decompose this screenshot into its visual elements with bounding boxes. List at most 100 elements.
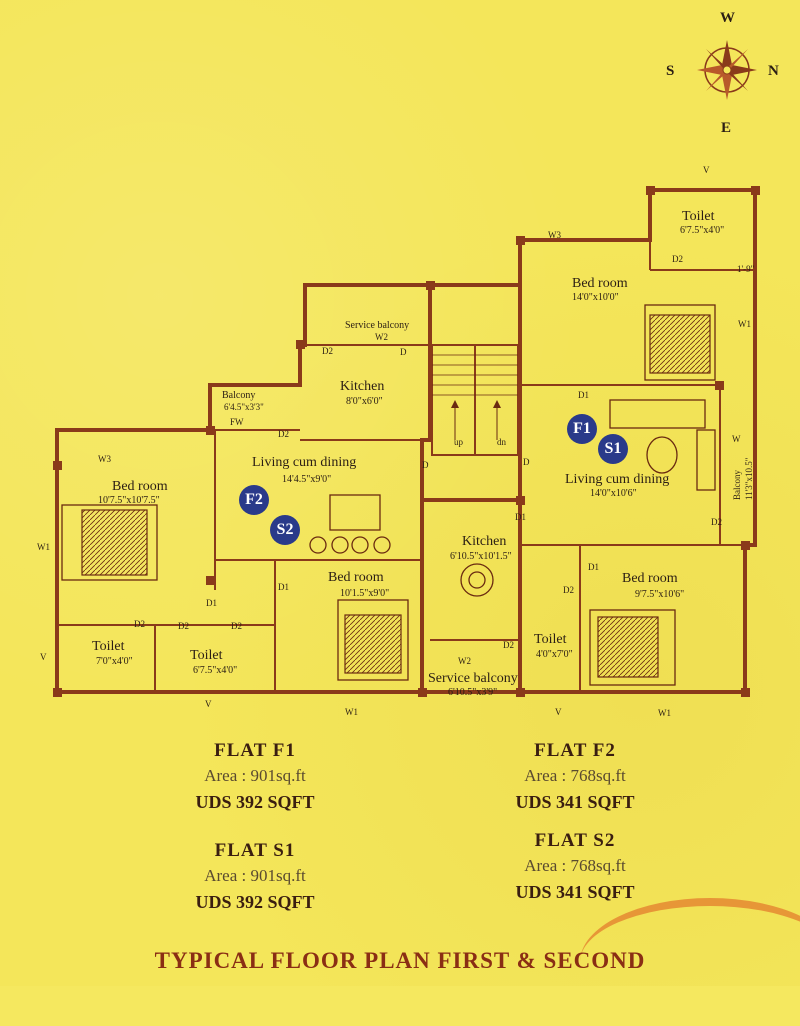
- badge-f2: F2: [239, 485, 269, 515]
- marker-d2: D2: [231, 621, 242, 631]
- marker-d2: D2: [178, 621, 189, 631]
- mid-kitchen-label: Kitchen: [462, 534, 506, 549]
- marker-v: V: [703, 165, 710, 175]
- f1-living-dim: 14'0"x10'6": [590, 488, 637, 499]
- marker-v: V: [40, 652, 47, 662]
- f1-bedroom2-dim: 9'7.5"x10'6": [635, 589, 684, 600]
- marker-fw: FW: [230, 417, 244, 427]
- f2-bedroom-dim: 10'7.5"x10'7.5": [98, 495, 160, 506]
- f2-living-dim: 14'4.5"x9'0": [282, 474, 331, 485]
- compass-e: E: [721, 120, 731, 136]
- marker-d1: D1: [278, 582, 289, 592]
- bed-furniture: [61, 304, 716, 686]
- f1-balcony-label: Balcony: [732, 470, 742, 500]
- badge-s1: S1: [598, 434, 628, 464]
- flat-f1-area: Area : 901sq.ft: [204, 766, 306, 785]
- f2-service-balcony-label: Service balcony: [345, 320, 409, 331]
- f1-toilet-label: Toilet: [682, 209, 715, 224]
- flat-f2-area: Area : 768sq.ft: [524, 766, 626, 785]
- f2-toilet1-label: Toilet: [92, 639, 125, 654]
- flat-s1-title: FLAT S1: [214, 840, 296, 861]
- marker-w1: W1: [658, 708, 671, 718]
- flat-f1-title: FLAT F1: [214, 740, 296, 761]
- f1-toilet2-label: Toilet: [534, 632, 567, 647]
- room-labels: Toilet 6'7.5"x4'0" Bed room 14'0"x10'0" …: [92, 209, 754, 698]
- compass-rose-icon: [697, 40, 757, 100]
- marker-w1: W1: [738, 319, 751, 329]
- opening-markers: V W3 D2 1'-9" W1 D1 W D D1 D2 D1 D2 D2 V…: [37, 165, 755, 718]
- floor-plan: W S N E: [37, 10, 779, 718]
- f1-toilet-dim: 6'7.5"x4'0": [680, 225, 724, 236]
- flat-f1-summary: FLAT F1 Area : 901sq.ft UDS 392 SQFT: [150, 740, 360, 813]
- marker-dn: dn: [497, 437, 507, 447]
- inner-walls: [57, 240, 755, 692]
- compass-n: N: [768, 63, 779, 79]
- marker-d1: D1: [515, 512, 526, 522]
- columns: [53, 186, 760, 697]
- outer-walls: [55, 188, 757, 694]
- f2-kitchen-label: Kitchen: [340, 379, 384, 394]
- f2-kitchen-dim: 8'0"x6'0": [346, 396, 383, 407]
- f2-living-label: Living cum dining: [252, 455, 356, 470]
- marker-d1: D1: [588, 562, 599, 572]
- flat-f2-summary: FLAT F2 Area : 768sq.ft UDS 341 SQFT: [470, 740, 680, 813]
- flat-s1-uds: UDS 392 SQFT: [195, 892, 315, 912]
- compass-w: W: [720, 10, 735, 26]
- marker-d: D: [523, 457, 530, 467]
- flat-s2-summary: FLAT S2 Area : 768sq.ft UDS 341 SQFT: [470, 830, 680, 903]
- marker-d2: D2: [711, 517, 722, 527]
- f2-bedroom2-label: Bed room: [328, 570, 384, 585]
- marker-w3: W3: [98, 454, 111, 464]
- marker-d2: D2: [278, 429, 289, 439]
- mid-service-balcony-dim: 6'10.5"x3'9": [448, 687, 497, 698]
- marker-w: W: [732, 434, 741, 444]
- marker-v: V: [555, 707, 562, 717]
- marker-d2: D2: [134, 619, 145, 629]
- marker-d2: D2: [563, 585, 574, 595]
- f2-toilet2-label: Toilet: [190, 648, 223, 663]
- badge-f1: F1: [567, 414, 597, 444]
- decorative-arc: [580, 898, 800, 1026]
- badge-s2: S2: [270, 515, 300, 545]
- marker-w2: W2: [375, 332, 388, 342]
- f1-bedroom2-label: Bed room: [622, 571, 678, 586]
- flat-f2-uds: UDS 341 SQFT: [515, 792, 635, 812]
- marker-d2: D2: [672, 254, 683, 264]
- paper-background: [0, 0, 800, 986]
- f1-balcony-dim: 11'3"x10.5": [744, 457, 754, 500]
- flat-f2-title: FLAT F2: [534, 740, 616, 761]
- f2-balcony-dim: 6'4.5"x3'3": [224, 402, 264, 412]
- dining-furniture: [309, 399, 716, 597]
- marker-d1: D1: [578, 390, 589, 400]
- f1-bedroom-dim: 14'0"x10'0": [572, 292, 619, 303]
- marker-w1: W1: [37, 542, 50, 552]
- compass-s: S: [666, 63, 674, 79]
- f2-bedroom-label: Bed room: [112, 479, 168, 494]
- stair-arrows: [432, 354, 518, 440]
- marker-d: D: [400, 347, 407, 357]
- flat-s2-area: Area : 768sq.ft: [524, 856, 626, 875]
- marker-d1: D1: [206, 598, 217, 608]
- marker-d2: D2: [322, 346, 333, 356]
- marker-w2: W2: [458, 656, 471, 666]
- marker-gap: 1'-9": [737, 264, 755, 274]
- f2-balcony-label: Balcony: [222, 390, 255, 401]
- f2-bedroom2-dim: 10'1.5"x9'0": [340, 588, 389, 599]
- flat-s2-title: FLAT S2: [534, 830, 616, 851]
- f2-toilet1-dim: 7'0"x4'0": [96, 656, 133, 667]
- page-title: TYPICAL FLOOR PLAN FIRST & SECOND: [154, 948, 646, 973]
- flat-s2-uds: UDS 341 SQFT: [515, 882, 635, 902]
- mid-service-balcony-label: Service balcony: [428, 671, 518, 686]
- marker-d: D: [422, 460, 429, 470]
- f1-living-label: Living cum dining: [565, 472, 669, 487]
- marker-w3: W3: [548, 230, 561, 240]
- marker-d2: D2: [503, 640, 514, 650]
- mid-kitchen-dim: 6'10.5"x10'1.5": [450, 551, 512, 562]
- f1-bedroom-label: Bed room: [572, 276, 628, 291]
- marker-v: V: [205, 699, 212, 709]
- flat-s1-area: Area : 901sq.ft: [204, 866, 306, 885]
- flat-f1-uds: UDS 392 SQFT: [195, 792, 315, 812]
- f2-toilet2-dim: 6'7.5"x4'0": [193, 665, 237, 676]
- marker-up: up: [454, 437, 464, 447]
- marker-w1: W1: [345, 707, 358, 717]
